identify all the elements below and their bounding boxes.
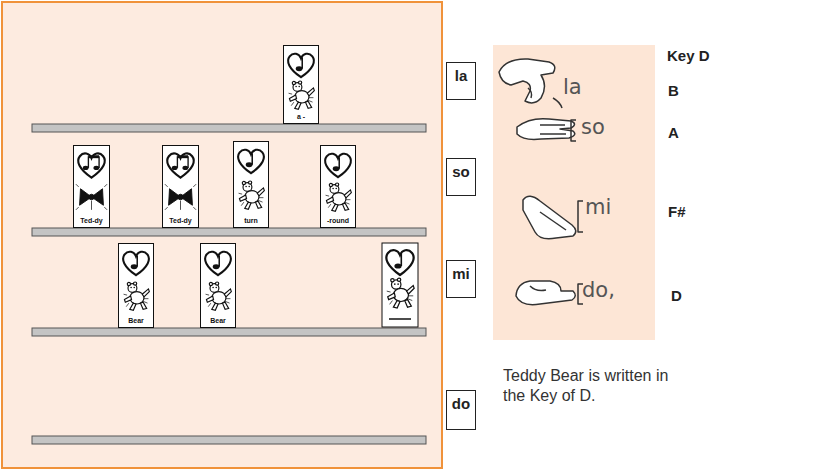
pitch-name: F#: [668, 203, 686, 220]
hand-sign-name: so: [581, 115, 605, 139]
card-picture: [163, 146, 200, 229]
card-picture: [74, 146, 111, 229]
lyric-syllable: turn: [244, 216, 258, 227]
solfa-box: mi: [446, 260, 476, 298]
solfa-name: do: [447, 391, 475, 412]
caption: Teddy Bear is written in the Key of D.: [503, 366, 673, 406]
lyric-syllable: -round: [327, 216, 349, 227]
lyric-syllable: Bear: [210, 316, 226, 327]
shelves: [32, 124, 426, 444]
note-card: -round: [320, 145, 356, 228]
pitch-name: B: [668, 82, 679, 99]
pitch-name: D: [671, 287, 682, 304]
lyric-syllable: a -: [297, 112, 305, 123]
solfa-box: la: [446, 62, 476, 100]
note-card: Bear: [200, 243, 236, 328]
note-card: Ted-dy: [162, 145, 199, 228]
hand-sign-name: la: [563, 75, 582, 99]
blank-card: [382, 243, 418, 327]
hand-sign-name: do,: [582, 278, 615, 302]
lyric-syllable: Bear: [128, 316, 144, 327]
hand-sign-name: mi: [585, 195, 611, 219]
note-card: turn: [233, 141, 269, 228]
key-heading: Key D: [667, 47, 710, 64]
card-picture: [234, 142, 270, 229]
solfa-name: mi: [447, 261, 475, 282]
solfa-name: la: [447, 63, 475, 84]
song-panel: [2, 2, 442, 468]
hand-sign-group: la so mi do,: [493, 45, 655, 340]
solfa-name: so: [447, 159, 475, 180]
note-card: Ted-dy: [73, 145, 110, 228]
lyric-syllable: Ted-dy: [80, 216, 102, 227]
hand-signs: [499, 59, 583, 305]
hand-sign-panel: [493, 45, 655, 340]
card-picture: [321, 146, 357, 229]
lyric-syllable: Ted-dy: [169, 216, 191, 227]
card-picture: [201, 244, 237, 329]
card-picture: [119, 244, 155, 329]
solfa-box: do: [446, 390, 476, 430]
note-card: a -: [283, 45, 319, 124]
note-card: Bear: [118, 243, 154, 328]
pitch-name: A: [668, 124, 679, 141]
solfa-box: so: [446, 158, 476, 196]
